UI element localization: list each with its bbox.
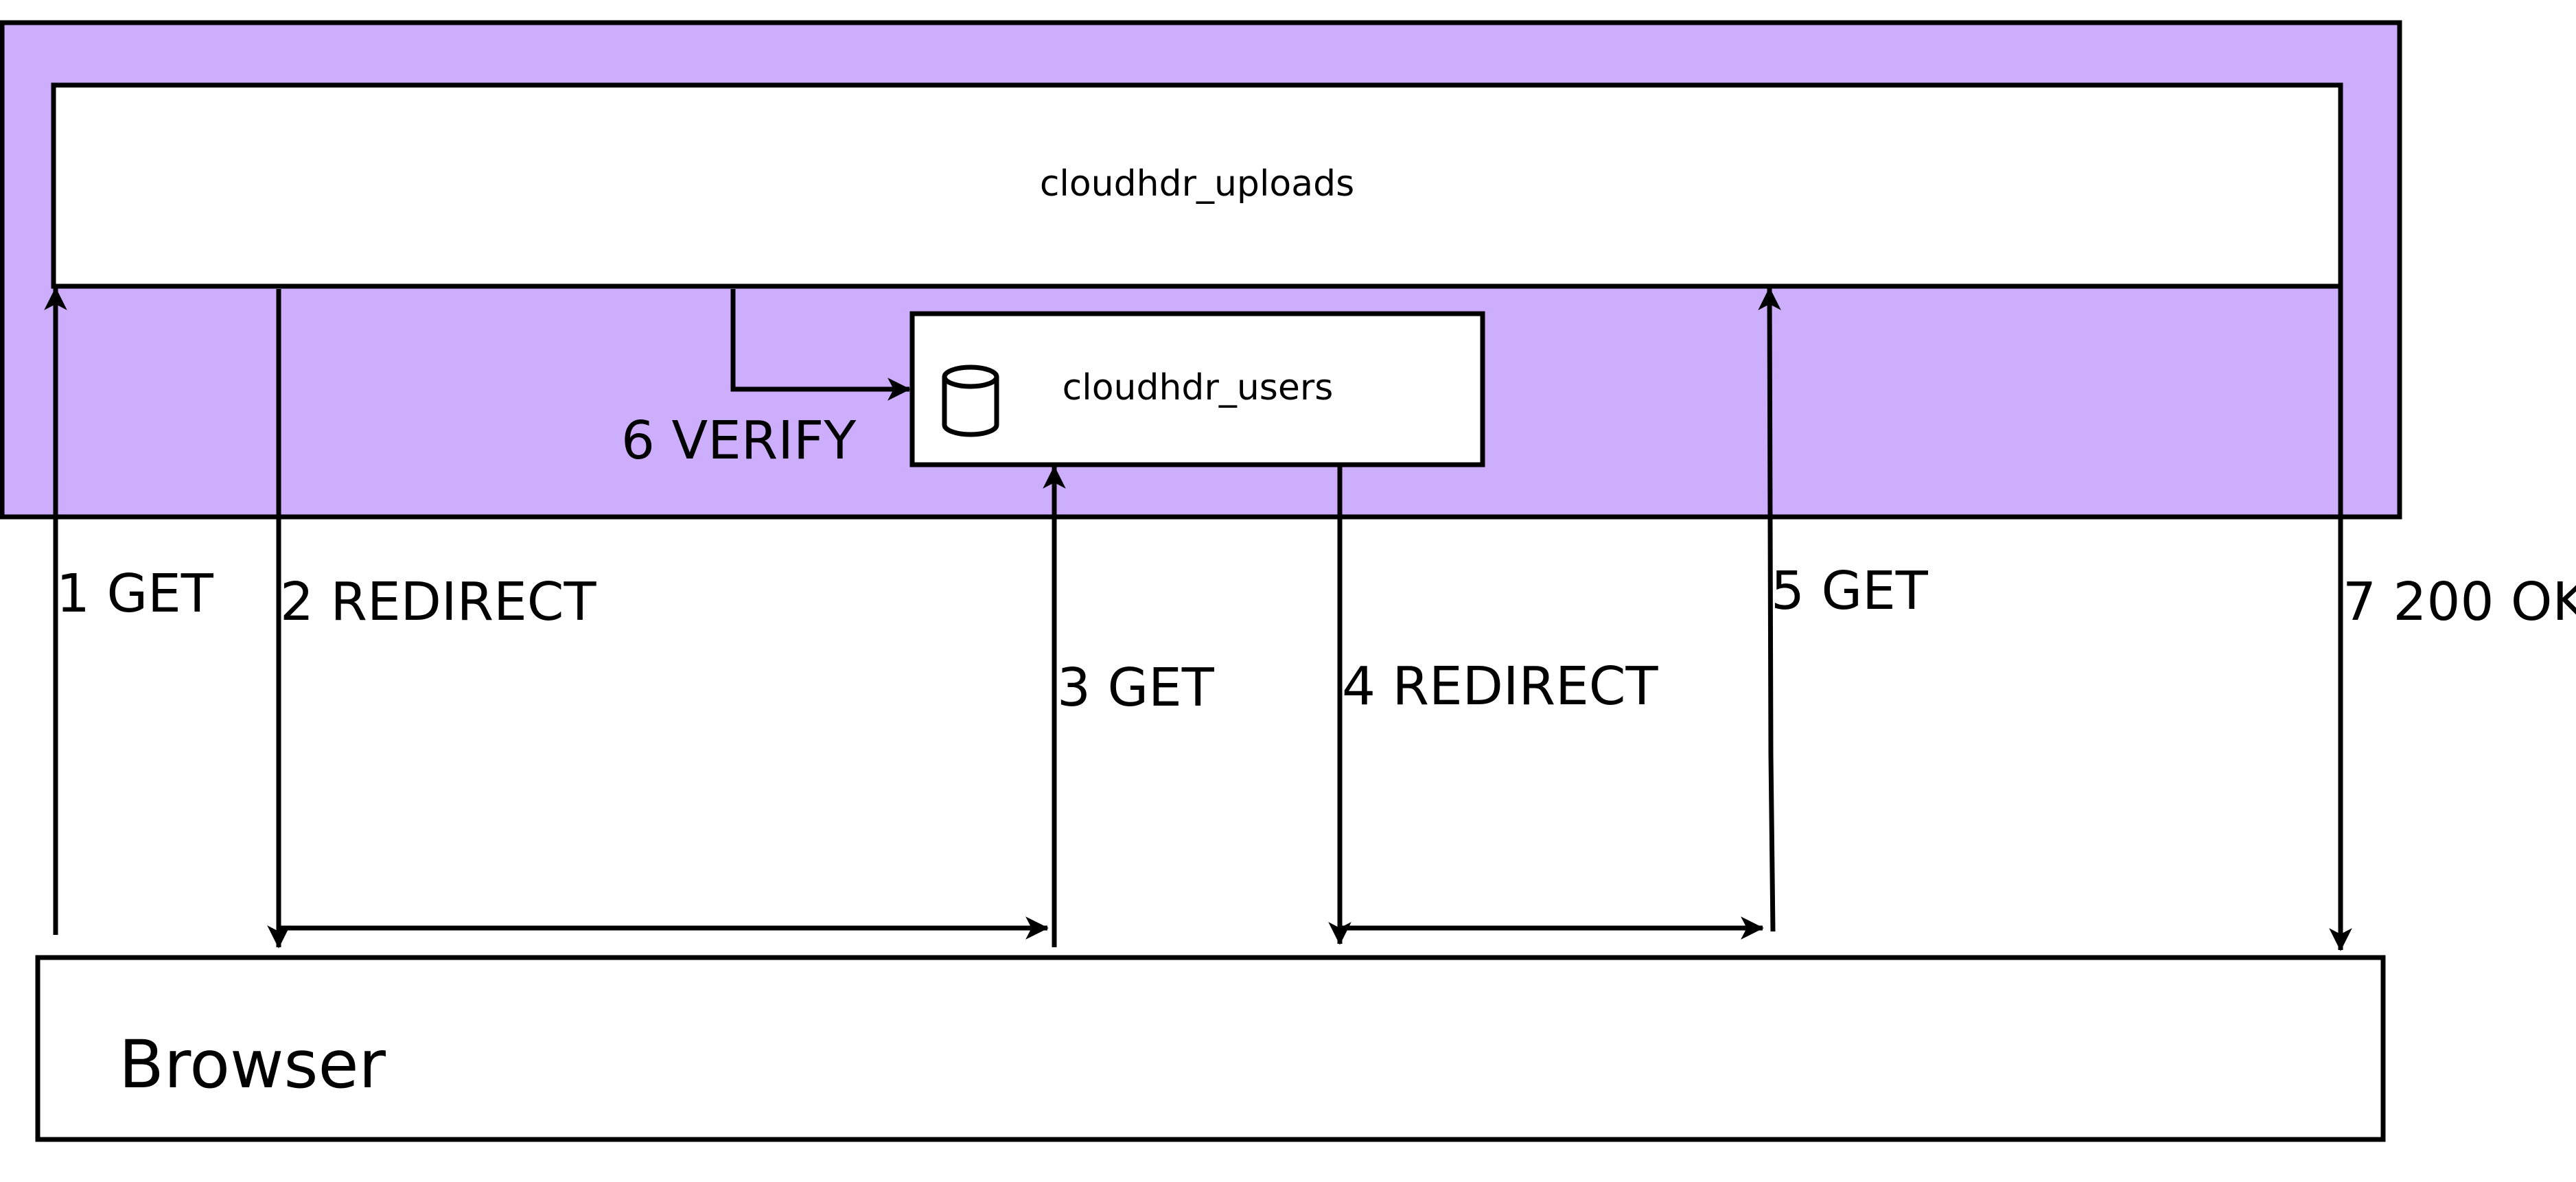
users-node: cloudhdr_users [909, 311, 1485, 467]
users-box [909, 311, 1485, 467]
uploads-node: cloudhdr_uploads [51, 82, 2343, 289]
browser-node: Browser [35, 955, 2386, 1142]
step-label-7: 7 200 OK [2343, 572, 2576, 633]
uploads-label: cloudhdr_uploads [1040, 163, 1354, 205]
step-label-2: 2 REDIRECT [280, 572, 597, 633]
users-label: cloudhdr_users [1063, 367, 1334, 408]
step-label-3: 3 GET [1057, 658, 1215, 719]
step-labels: 1 GET 2 REDIRECT 3 GET 4 REDIRECT 5 GET … [56, 410, 2576, 719]
browser-label: Browser [119, 1026, 386, 1103]
arrow-step-6 [730, 289, 911, 401]
step-label-6: 6 VERIFY [621, 410, 857, 472]
arrows [44, 287, 2352, 951]
browser-box [35, 955, 2386, 1142]
uploads-box [51, 82, 2343, 289]
step-label-5: 5 GET [1771, 561, 1929, 622]
step-label-4: 4 REDIRECT [1342, 656, 1659, 717]
arrow-step-5 [1758, 287, 1781, 932]
step-label-1: 1 GET [56, 564, 214, 625]
database-icon [942, 364, 999, 437]
